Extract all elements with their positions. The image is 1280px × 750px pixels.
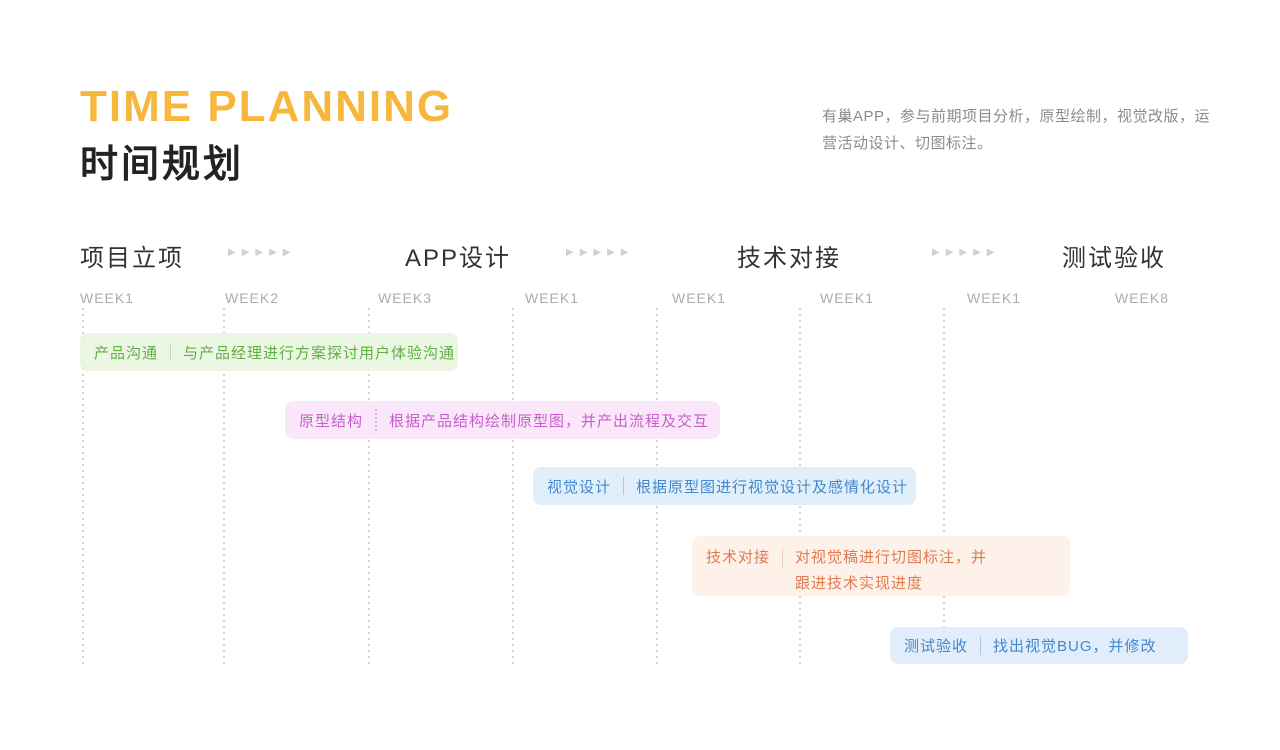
task-description: 对视觉稿进行切图标注，并 跟进技术实现进度: [795, 545, 987, 597]
task-label: 产品沟通: [94, 344, 159, 362]
task-bar-prototype-structure: 原型结构 根据产品结构绘制原型图，并产出流程及交互: [285, 401, 720, 439]
task-description-line: 对视觉稿进行切图标注，并: [795, 549, 988, 566]
week-gridline: [82, 308, 84, 666]
week-label: WEEK8: [1115, 290, 1170, 306]
page-title-zh: 时间规划: [80, 144, 245, 186]
task-description: 与产品经理进行方案探讨用户体验沟通: [183, 344, 456, 362]
arrow-right-icons: ▶▶▶▶▶: [932, 247, 1001, 258]
arrow-right-icons: ▶▶▶▶▶: [228, 247, 297, 258]
week-gridline: [512, 308, 514, 666]
week-label: WEEK2: [225, 290, 280, 306]
task-description: 根据产品结构绘制原型图，并产出流程及交互: [389, 412, 710, 430]
week-label: WEEK1: [967, 290, 1022, 306]
week-gridline: [368, 308, 370, 666]
task-bar-testing-acceptance: 测试验收 找出视觉BUG，并修改: [890, 627, 1188, 664]
divider: [375, 409, 378, 431]
divider: [623, 477, 625, 495]
divider: [980, 636, 982, 655]
task-label: 视觉设计: [547, 478, 612, 496]
week-label: WEEK3: [378, 290, 433, 306]
task-description: 找出视觉BUG，并修改: [993, 638, 1157, 655]
task-description: 根据原型图进行视觉设计及感情化设计: [636, 478, 909, 496]
divider: [782, 549, 784, 567]
week-label: WEEK1: [820, 290, 875, 306]
phase-label-app-design: APP设计: [405, 245, 512, 272]
project-description: 有巢APP，参与前期项目分析，原型绘制，视觉改版，运营活动设计、切图标注。: [822, 108, 1211, 152]
task-label: 技术对接: [706, 549, 771, 566]
week-label: WEEK1: [672, 290, 727, 306]
divider: [170, 343, 172, 361]
phase-label-testing-acceptance: 测试验收: [1062, 245, 1166, 272]
task-bar-visual-design: 视觉设计 根据原型图进行视觉设计及感情化设计: [533, 467, 916, 505]
task-description-line: 跟进技术实现进度: [795, 575, 924, 592]
task-label: 测试验收: [904, 638, 969, 655]
week-gridline: [943, 308, 945, 666]
week-label: WEEK1: [80, 290, 135, 306]
page-title-en: TIME PLANNING: [80, 82, 454, 131]
phase-label-project-initiation: 项目立项: [80, 245, 184, 272]
week-gridline: [223, 308, 225, 666]
arrow-right-icons: ▶▶▶▶▶: [566, 247, 635, 258]
phase-label-tech-handoff: 技术对接: [737, 245, 841, 272]
task-label: 原型结构: [299, 412, 364, 430]
task-bar-product-communication: 产品沟通 与产品经理进行方案探讨用户体验沟通: [80, 333, 458, 371]
week-label: WEEK1: [525, 290, 580, 306]
task-bar-tech-handoff: 技术对接 对视觉稿进行切图标注，并 跟进技术实现进度: [692, 536, 1070, 596]
